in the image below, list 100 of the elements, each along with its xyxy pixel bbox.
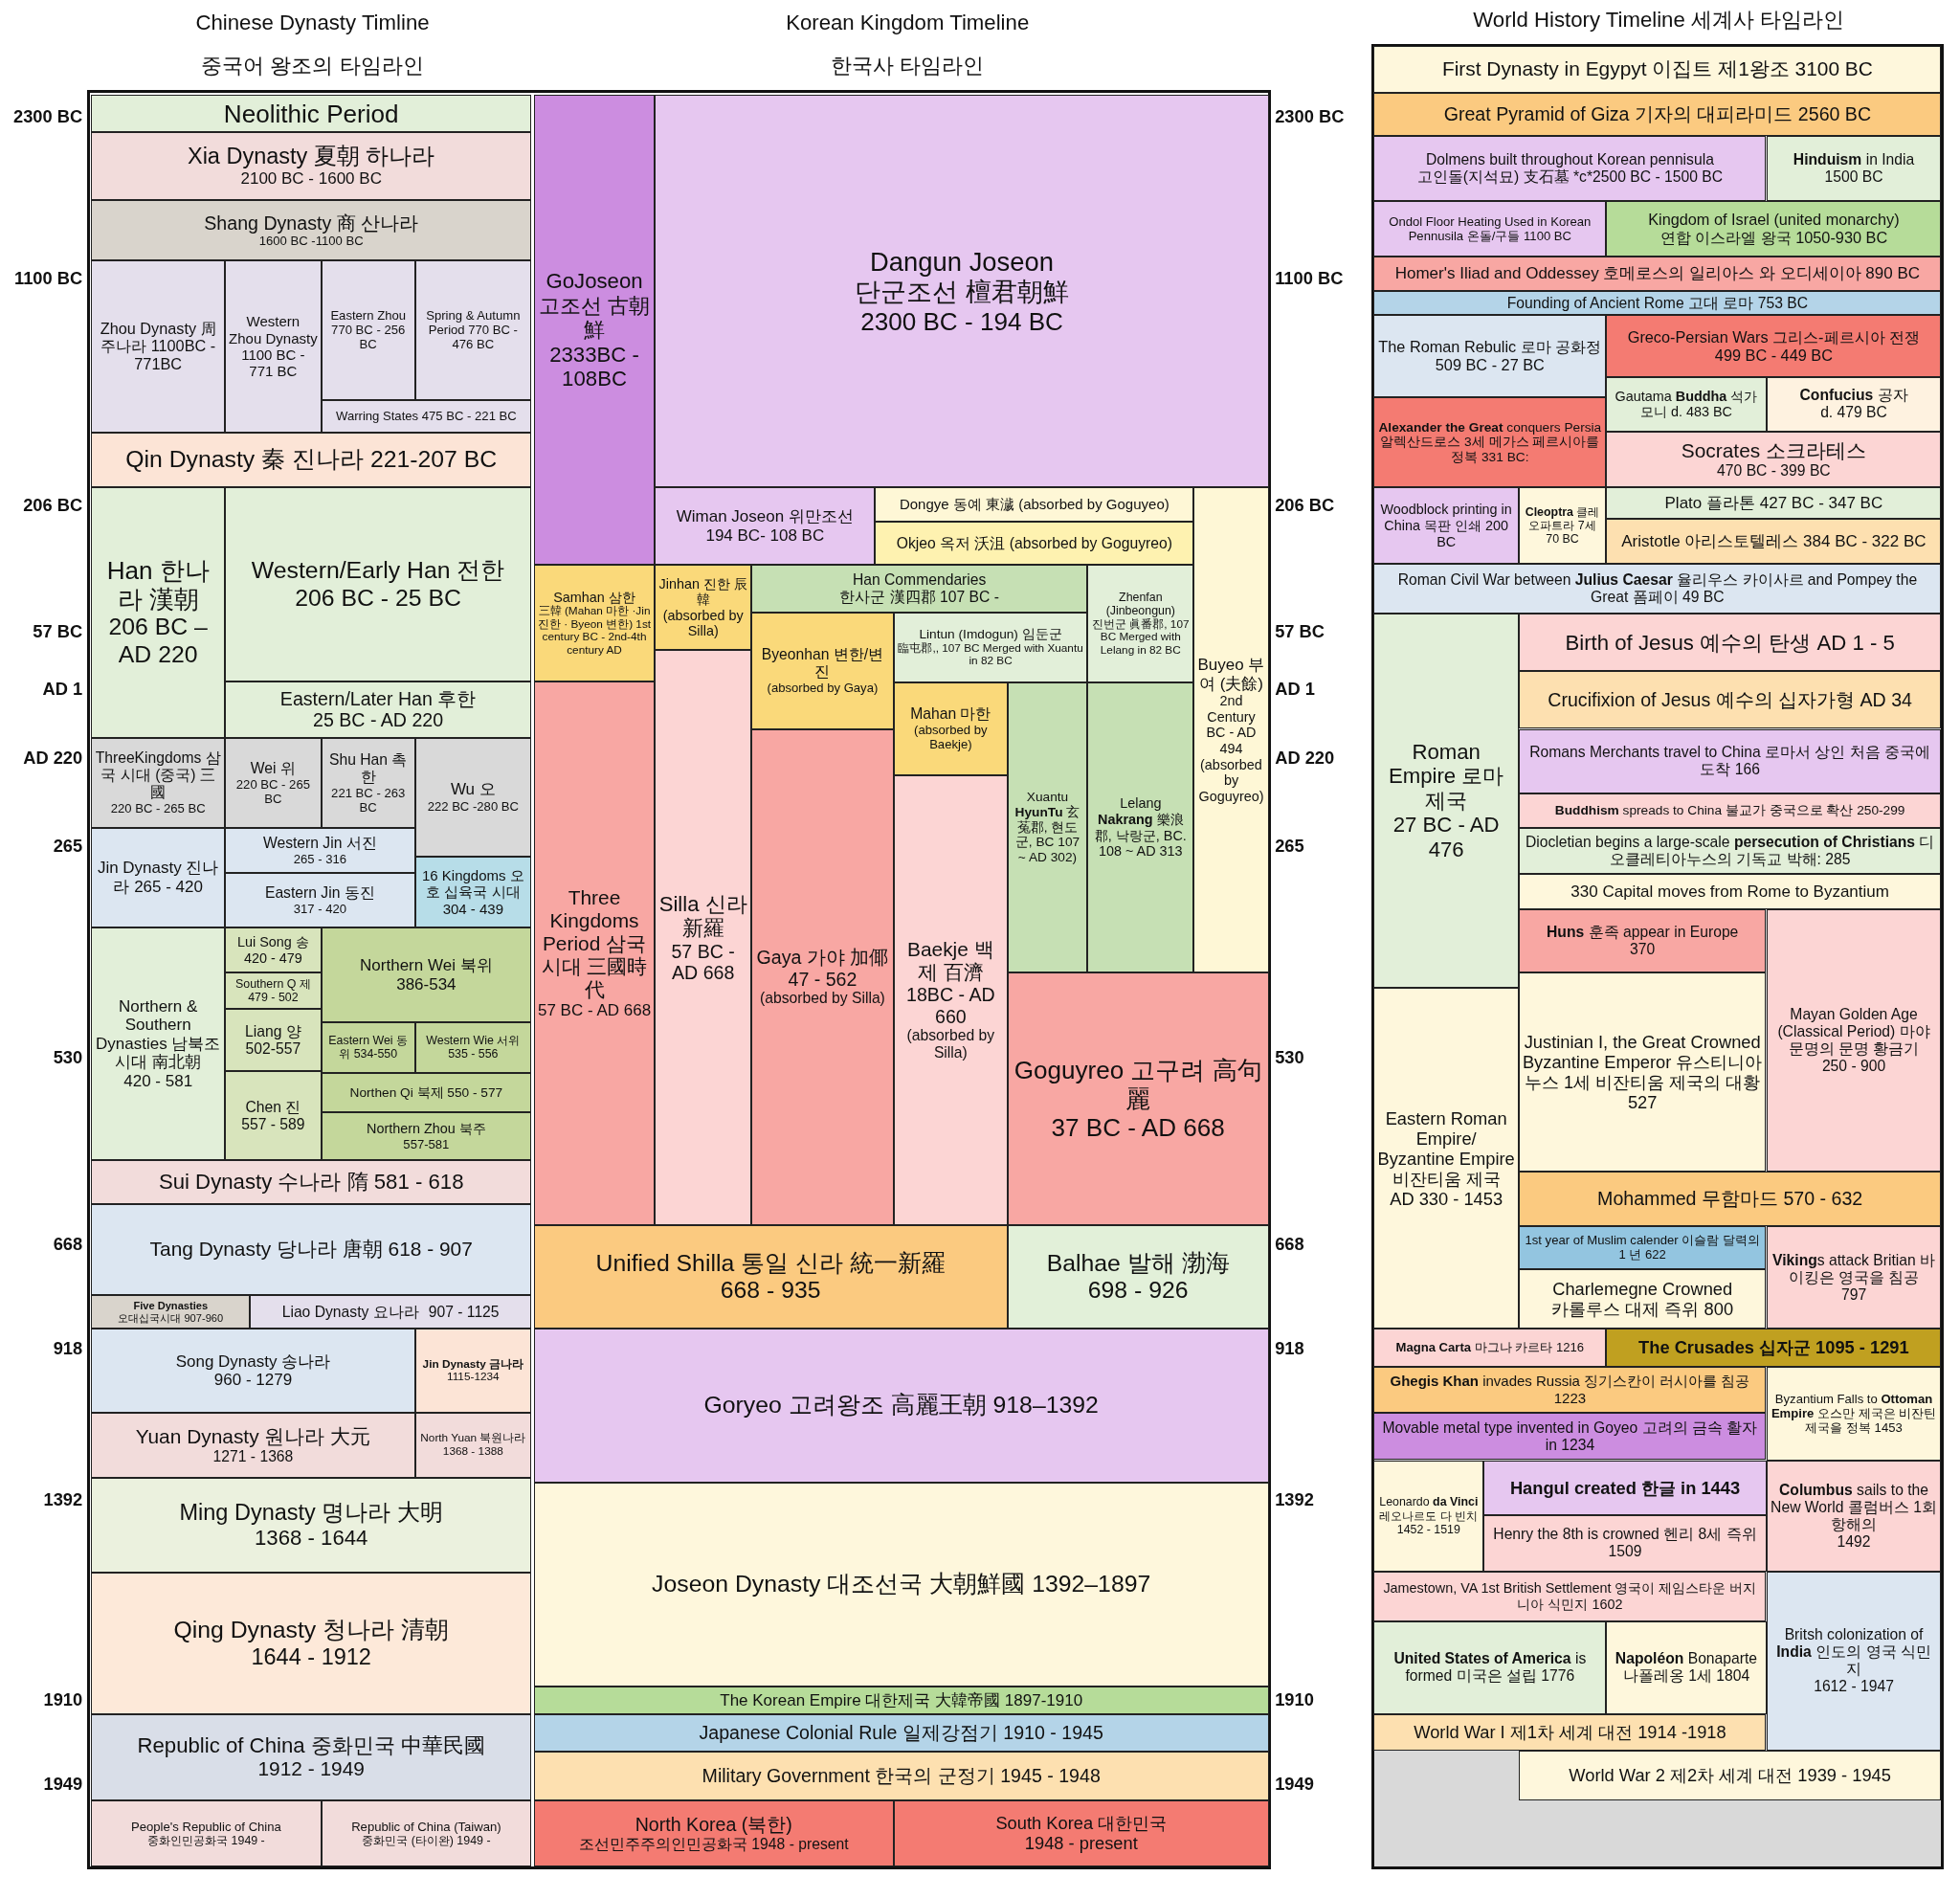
entry-detail: 1492 (1837, 1532, 1871, 1551)
entry-title: Japanese Colonial Rule 일제강점기 1910 - 1945 (699, 1722, 1103, 1744)
dynasty-box (225, 487, 532, 681)
dynasty-box (1193, 487, 1269, 973)
entry-detail: 221 BC - 263 BC (330, 785, 407, 815)
entry-title: Birth of Jesus 예수의 탄생 AD 1 - 5 (1565, 630, 1895, 656)
year-label: 1910 (43, 1689, 83, 1711)
dynasty-box (414, 1022, 532, 1073)
entry-detail: 1612 - 1947 (1814, 1678, 1894, 1696)
entry-title: Confucius 공자 (1799, 387, 1908, 405)
event-box (1606, 431, 1942, 488)
entry-detail: (absorbed by Silla) (661, 607, 745, 639)
dynasty-box (655, 95, 1269, 488)
event-box (1518, 671, 1942, 729)
entry-title: Goguyreo 고구려 高句麗 (1013, 1056, 1263, 1114)
column-title: World History Timeline 세계사 타임라인 (1473, 6, 1845, 34)
entry-title: 330 Capital moves from Rome to Byzantium (1570, 882, 1889, 902)
entry-title: Warring States 475 BC - 221 BC (336, 409, 517, 424)
entry-title: Founding of Ancient Rome 고대 로마 753 BC (1506, 294, 1809, 312)
year-label: 1910 (1275, 1689, 1314, 1711)
entry-title: 1st year of Muslim calender 이슬람 달력의 1 년 622 (1524, 1233, 1761, 1262)
dynasty-box (91, 1203, 532, 1296)
entry-detail: 57 BC - AD 668 (537, 1001, 652, 1020)
year-label: 530 (53, 1047, 83, 1068)
dynasty-box (533, 1225, 1008, 1329)
entry-title: Shu Han 촉한 (327, 750, 409, 786)
entry-title: 16 Kingdoms 오호 십육국 시대 304 - 439 (420, 867, 525, 917)
event-box (1373, 46, 1942, 93)
entry-detail: 370 (1630, 940, 1656, 958)
entry-title: Sui Dynasty 수나라 隋 581 - 618 (158, 1170, 464, 1195)
entry-title: GoJoseon 고조선 古朝鮮 (537, 269, 652, 343)
entry-title: Chen 진 (245, 1098, 301, 1116)
entry-detail: 557-581 (403, 1136, 450, 1151)
dynasty-box (225, 827, 415, 873)
entry-title: Samhan 삼한 (553, 589, 635, 605)
entry-detail: 222 BC -280 BC (427, 798, 519, 814)
entry-title: Aristotle 아리스토텔레스 384 BC - 322 BC (1621, 531, 1927, 551)
entry-detail: 연합 이스라엘 왕국 1050-930 BC (1659, 229, 1888, 247)
entry-title: Military Government 한국의 군정기 1945 - 1948 (702, 1765, 1101, 1787)
entry-title: Eastern Jin 동진 (264, 883, 375, 902)
entry-detail: 535 - 556 (448, 1047, 499, 1061)
dynasty-box (875, 487, 1194, 522)
entry-title: Woodblock printing in China 목판 인쇄 200 BC (1379, 502, 1513, 550)
entry-detail: 250 - 900 (1821, 1057, 1886, 1075)
entry-title: Jin Dynasty 진나라 265 - 420 (96, 859, 220, 897)
year-label: 1949 (43, 1773, 83, 1795)
entry-detail: 502-557 (245, 1039, 301, 1058)
entry-title: Gautama Buddha 석가모니 d. 483 BC (1614, 388, 1759, 421)
year-label: 206 BC (23, 494, 83, 516)
event-box (1518, 972, 1767, 1172)
dynasty-box (414, 1329, 532, 1413)
event-box (1606, 519, 1942, 564)
year-label: 918 (1275, 1338, 1304, 1360)
entry-title: Unified Shilla 통일 신라 統一新羅 (595, 1249, 946, 1278)
entry-title: Mohammed 무함마드 570 - 632 (1597, 1188, 1863, 1210)
entry-detail: 206 BC – AD 220 (107, 614, 209, 669)
entry-detail: 2nd Century BC - AD 494 (absorbed by Goguyreo) (1197, 693, 1265, 805)
year-label: AD 220 (1275, 747, 1335, 769)
entry-title: Napoléon Bonaparte 나폴레옹 1세 1804 (1614, 1650, 1759, 1686)
entry-title: Northern & Southern Dynasties 남북조 시대 南北朝 (95, 996, 222, 1072)
event-box (1766, 1571, 1942, 1751)
event-box (1373, 987, 1519, 1329)
entry-title: Cleoptra 클레오파트라 7세 70 BC (1524, 504, 1601, 547)
entry-title: Wu 오 (450, 780, 496, 799)
entry-title: Diocletian begins a large-scale persecution of Christians 디오클레티아누스의 기독교 박해: 285 (1524, 833, 1936, 868)
entry-detail: 470 BC - 399 BC (1717, 462, 1831, 480)
entry-detail: 1644 - 1912 (251, 1643, 371, 1670)
entry-title: ThreeKingdoms 삼국 시대 (중국) 三國 (95, 749, 222, 802)
entry-title: Ondol Floor Heating Used in Korean Pennusila 온돌/구들 1100 BC (1388, 214, 1592, 244)
entry-title: Three Kingdoms Period 삼국시대 三國時代 (540, 886, 649, 1002)
event-box (1606, 377, 1767, 432)
dynasty-box (91, 432, 532, 488)
entry-detail: d. 479 BC (1820, 404, 1887, 422)
event-box (1373, 1366, 1767, 1413)
entry-title: United States of America is formed 미국은 설립 1776 (1392, 1650, 1588, 1686)
entry-title: Buddhism spreads to China 불교가 중국으로 확산 250-299 (1554, 803, 1905, 818)
entry-title: Liao Dynasty 요나라 (281, 1303, 419, 1321)
entry-title: Magna Carta 마그나 카르타 1216 (1395, 1340, 1585, 1355)
dynasty-box (91, 259, 226, 433)
entry-title: Socrates 소크라테스 (1681, 438, 1866, 462)
event-box (1373, 1460, 1484, 1572)
entry-title: Silla 신라 新羅 (658, 891, 747, 941)
year-label: 668 (53, 1233, 83, 1255)
column-title: Chinese Dynasty Timline (195, 10, 430, 35)
dynasty-box (225, 927, 322, 973)
entry-detail: 1600 BC -1100 BC (258, 234, 364, 249)
entry-title: Buyeo 부여 (夫餘) (1197, 656, 1265, 694)
entry-title: Homer's Iliad and Oddessey 호메로스의 일리아스 와 오디세이아 890 BC (1394, 264, 1921, 283)
entry-detail: (absorbed by Gaya) (767, 681, 879, 696)
entry-detail: 중화인민공화국 1949 - (147, 1833, 265, 1848)
event-box (1373, 291, 1942, 316)
entry-title: Dolmens built throughout Korean pennisula (1426, 151, 1714, 169)
dynasty-box (321, 1072, 532, 1113)
entry-title: Republic of China 중화민국 中華民國 (137, 1732, 485, 1758)
entry-title: Republic of China (Taiwan) (351, 1819, 501, 1834)
entry-title: Great Pyramid of Giza 기자의 대피라미드 2560 BC (1443, 103, 1872, 125)
entry-title: Byzantium Falls to Ottoman Empire 오스만 제국은 비잔틴 제국을 정복 1453 (1770, 1392, 1938, 1436)
dynasty-box (321, 737, 415, 828)
event-box (1518, 793, 1942, 828)
year-label: 265 (1275, 836, 1304, 858)
